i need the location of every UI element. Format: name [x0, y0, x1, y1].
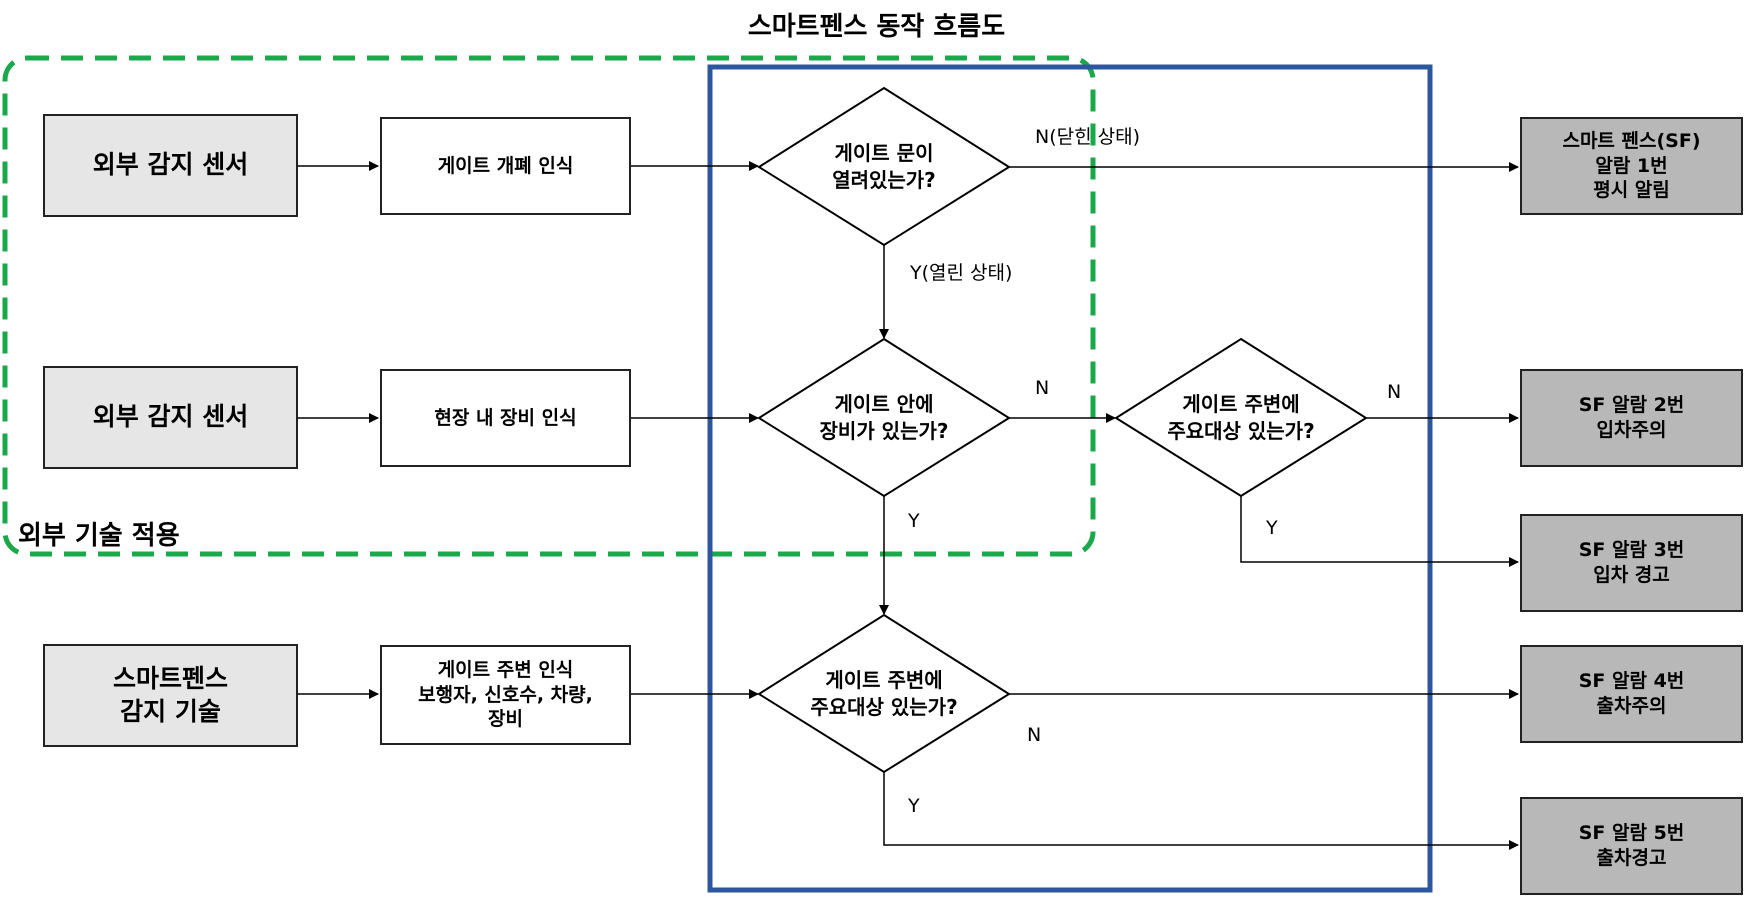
decision-text-equipment-inside: 게이트 안에 장비가 있는가?: [819, 392, 949, 443]
connector-decision3-to-alarm3: [1240, 496, 1519, 567]
alarm-box-5: SF 알람 5번 출차경고: [1520, 797, 1743, 895]
decision-text-target-near-inbound: 게이트 주변에 주요대상 있는가?: [1167, 392, 1315, 443]
edge-label-d1-yes: Y(열린 상태): [910, 262, 1013, 284]
edge-label-d4-yes: Y: [908, 795, 920, 817]
process-box-equipment-detect: 현장 내 장비 인식: [380, 369, 631, 467]
edge-label-d3-yes: Y: [1266, 517, 1278, 539]
process-box-gate-open-detect: 게이트 개폐 인식: [380, 117, 631, 215]
sensor-box-smartfence: 스마트펜스 감지 기술: [43, 644, 298, 747]
sensor-box-gate: 외부 감지 센서: [43, 114, 298, 217]
edge-label-d3-no: N: [1387, 381, 1402, 403]
edge-label-d4-no: N: [1027, 724, 1042, 746]
process-box-surroundings-detect: 게이트 주변 인식 보행자, 신호수, 차량, 장비: [380, 645, 631, 745]
external-tech-region: [2, 55, 1096, 557]
edge-label-d2-yes: Y: [908, 510, 920, 532]
alarm-box-1: 스마트 펜스(SF) 알람 1번 평시 알림: [1520, 117, 1743, 215]
external-tech-label: 외부 기술 적용: [18, 521, 180, 551]
alarm-box-2: SF 알람 2번 입차주의: [1520, 369, 1743, 467]
edge-label-d2-no: N: [1035, 377, 1050, 399]
smart-fence-region: [707, 64, 1433, 893]
decision-text-target-near-outbound: 게이트 주변에 주요대상 있는가?: [810, 668, 958, 719]
sensor-box-equipment: 외부 감지 센서: [43, 366, 298, 469]
decision-text-gate-open: 게이트 문이 열려있는가?: [832, 141, 936, 192]
alarm-box-4: SF 알람 4번 출차주의: [1520, 645, 1743, 743]
connector-decision4-to-alarm5: [883, 772, 1519, 850]
alarm-box-3: SF 알람 3번 입차 경고: [1520, 514, 1743, 612]
edge-label-d1-no: N(닫힌 상태): [1035, 126, 1140, 148]
diagram-title: 스마트펜스 동작 흐름도: [747, 12, 1006, 42]
